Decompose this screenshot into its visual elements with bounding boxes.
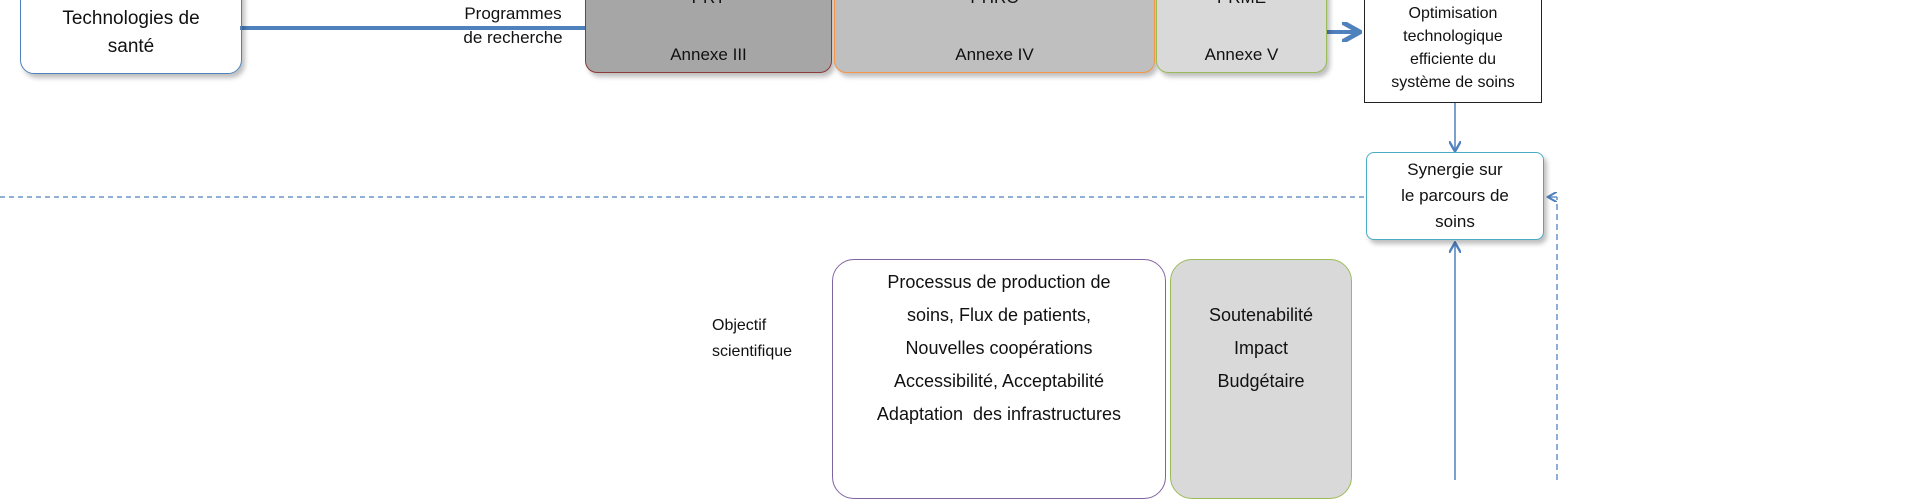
- synergie-box: Synergie sur le parcours de soins: [1366, 152, 1544, 240]
- program-box-prme: PRME Annexe V: [1156, 0, 1327, 73]
- programmes-line-1: Programmes: [464, 4, 562, 23]
- processus-line-4: Accessibilité, Acceptabilité: [893, 371, 1105, 391]
- synergie-line-2: le parcours de: [1401, 186, 1509, 205]
- synergie-line-1: Synergie sur: [1407, 160, 1503, 179]
- synergie-line-3: soins: [1435, 212, 1475, 231]
- objectif-scientifique-label: Objectif scientifique: [712, 313, 792, 365]
- soutenabilite-line-1: Soutenabilité: [1208, 305, 1314, 325]
- program-name: PHRC: [970, 0, 1018, 9]
- soutenabilite-box: Soutenabilité Impact Budgétaire: [1170, 259, 1352, 499]
- program-annex: Annexe IV: [955, 45, 1034, 64]
- soutenabilite-line-2: Impact: [1233, 338, 1289, 358]
- program-name: PRME: [1217, 0, 1266, 9]
- technologies-de-sante-box: Technologies de santé: [20, 0, 242, 74]
- optimisation-line-1: Optimisation: [1408, 5, 1498, 22]
- tech-line-2: santé: [107, 36, 155, 57]
- connectors: [0, 0, 1558, 480]
- program-box-prt: PRT Annexe III: [585, 0, 832, 73]
- program-box-phrc: PHRC Annexe IV: [834, 0, 1155, 73]
- processus-line-3: Nouvelles coopérations: [905, 338, 1093, 358]
- tech-line-1: Technologies de: [62, 8, 200, 29]
- processus-box: Processus de production de soins, Flux d…: [832, 259, 1166, 499]
- program-annex: Annexe III: [670, 45, 747, 64]
- program-annex: Annexe V: [1204, 45, 1279, 64]
- objectif-line-2: scientifique: [712, 343, 793, 360]
- optimisation-line-3: efficiente du: [1410, 51, 1496, 68]
- program-name: PRT: [692, 0, 726, 9]
- soutenabilite-line-3: Budgétaire: [1217, 371, 1305, 391]
- optimisation-line-2: technologique: [1403, 28, 1503, 45]
- processus-line-2: soins, Flux de patients,: [906, 305, 1092, 325]
- objectif-line-1: Objectif: [712, 317, 767, 334]
- programmes-de-recherche-label: Programmes de recherche: [453, 2, 573, 50]
- processus-line-1: Processus de production de: [887, 272, 1111, 292]
- optimisation-line-4: système de soins: [1391, 74, 1515, 91]
- processus-line-5: Adaptation des infrastructures: [876, 404, 1122, 424]
- programmes-line-2: de recherche: [463, 28, 563, 47]
- optimisation-box: Optimisation technologique efficiente du…: [1364, 0, 1542, 103]
